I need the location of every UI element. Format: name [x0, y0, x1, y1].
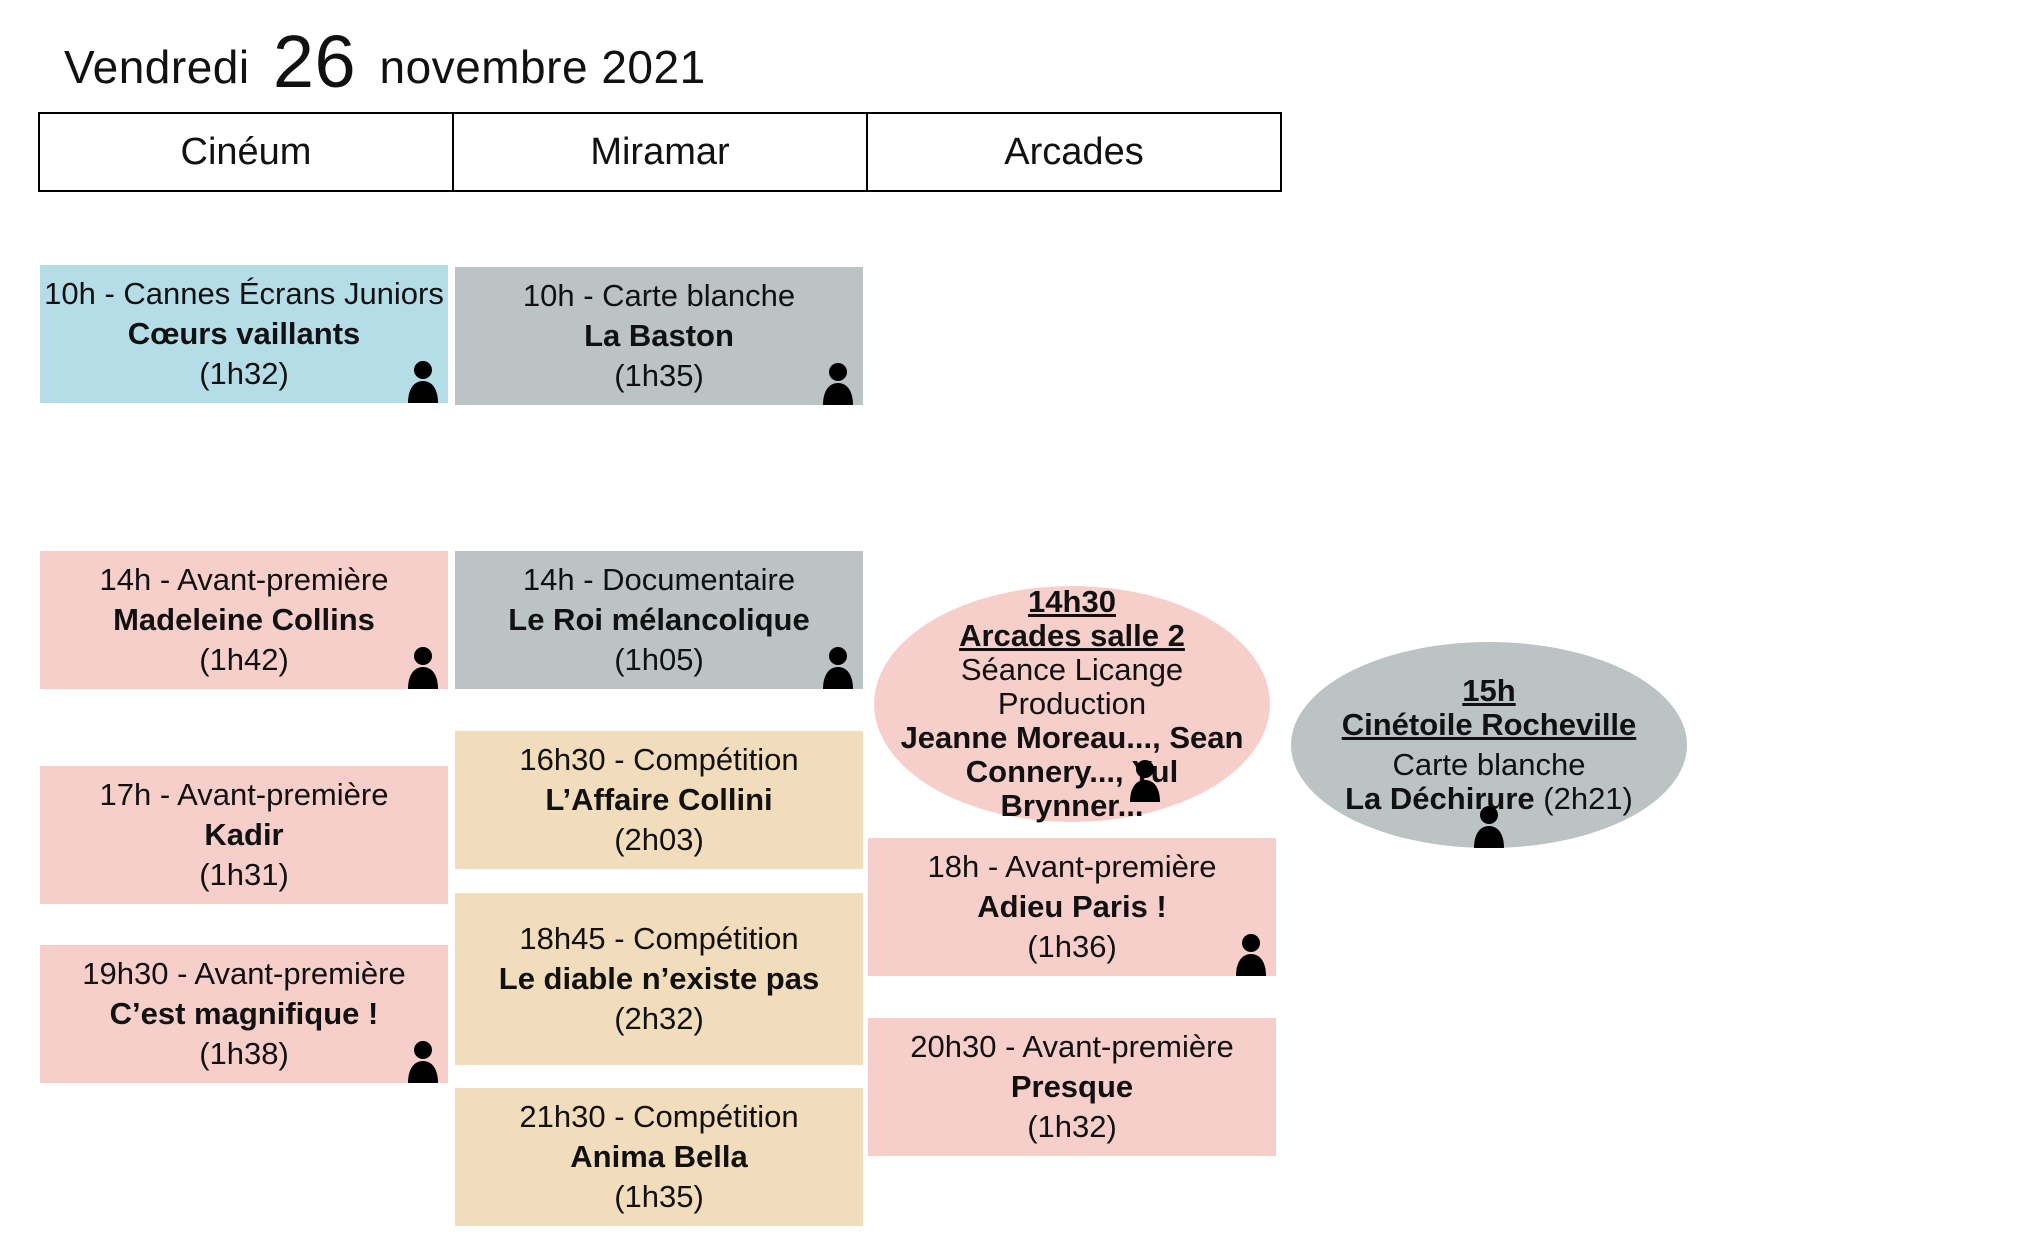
screening-duration: (1h42) [199, 642, 289, 677]
person-icon [821, 361, 855, 405]
month-year: novembre 2021 [379, 41, 706, 93]
screening-duration: (1h32) [1027, 1109, 1117, 1144]
column-header-cineum: Cinéum [38, 112, 454, 192]
event-time: 14h30 [1028, 584, 1116, 619]
person-icon [1128, 758, 1162, 802]
screening-film-title: Madeleine Collins [113, 602, 375, 637]
screening-duration: (1h31) [199, 857, 289, 892]
screening-film-title: La Baston [584, 318, 734, 353]
special-event-arcades-salle-2[interactable]: 14h30 Arcades salle 2 Séance Licange Pro… [874, 584, 1270, 823]
screening-block[interactable]: 20h30 - Avant-première Presque (1h32) [868, 1018, 1276, 1156]
event-film-title: Jeanne Moreau..., Sean Connery..., Yul B… [900, 720, 1244, 823]
day-number: 26 [272, 20, 357, 103]
screening-block[interactable]: 14h - Avant-première Madeleine Collins (… [40, 551, 448, 689]
person-icon [406, 645, 440, 689]
screening-film-title: Adieu Paris ! [977, 889, 1167, 924]
screening-block[interactable]: 16h30 - Compétition L’Affaire Collini (2… [455, 731, 863, 869]
special-event-cinetoile-rocheville[interactable]: 15h Cinétoile Rocheville Carte blanche L… [1291, 642, 1687, 848]
event-duration: (2h21) [1543, 781, 1633, 816]
screening-time-type: 16h30 - Compétition [519, 742, 799, 777]
venue-header-row: Cinéum Miramar Arcades [38, 112, 1282, 192]
screening-time-type: 14h - Documentaire [522, 562, 796, 597]
screening-film-title: Kadir [204, 817, 284, 852]
screening-film-title: L’Affaire Collini [545, 782, 773, 817]
screening-time-type: 10h - Carte blanche [522, 278, 796, 313]
person-icon [1234, 932, 1268, 976]
screening-time-type: 10h - Cannes Écrans Juniors [44, 276, 444, 311]
screening-duration: (1h38) [199, 1036, 289, 1071]
screening-duration: (2h03) [614, 822, 704, 857]
screening-block[interactable]: 17h - Avant-première Kadir (1h31) [40, 766, 448, 904]
person-icon [406, 359, 440, 403]
screening-film-title: C’est magnifique ! [109, 996, 379, 1031]
screening-time-type: 21h30 - Compétition [519, 1099, 799, 1134]
screening-duration: (1h05) [614, 642, 704, 677]
screening-film-title: Presque [1010, 1069, 1134, 1104]
screening-time-type: 18h - Avant-première [927, 849, 1217, 884]
event-time: 15h [1462, 673, 1516, 708]
screening-duration: (1h35) [614, 358, 704, 393]
screening-duration: (2h32) [614, 1001, 704, 1036]
event-film-line: La Déchirure (2h21) [1345, 782, 1633, 816]
event-description: Séance Licange Production [960, 652, 1184, 721]
person-icon [821, 645, 855, 689]
screening-block[interactable]: 10h - Cannes Écrans Juniors Cœurs vailla… [40, 265, 448, 403]
screening-block[interactable]: 21h30 - Compétition Anima Bella (1h35) [455, 1088, 863, 1226]
person-icon [1472, 804, 1506, 848]
event-venue: Arcades salle 2 [959, 618, 1185, 653]
event-venue: Cinétoile Rocheville [1341, 707, 1637, 742]
weekday: Vendredi [64, 41, 250, 93]
screening-time-type: 20h30 - Avant-première [910, 1029, 1234, 1064]
event-description: Carte blanche [1392, 747, 1586, 782]
person-icon [406, 1039, 440, 1083]
screening-time-type: 19h30 - Avant-première [82, 956, 406, 991]
page-title: Vendredi 26 novembre 2021 [64, 22, 706, 107]
screening-block[interactable]: 19h30 - Avant-première C’est magnifique … [40, 945, 448, 1083]
column-header-miramar: Miramar [452, 112, 868, 192]
column-header-arcades: Arcades [866, 112, 1282, 192]
screening-time-type: 17h - Avant-première [99, 777, 389, 812]
screening-film-title: Anima Bella [570, 1139, 748, 1174]
screening-block[interactable]: 18h45 - Compétition Le diable n’existe p… [455, 893, 863, 1065]
screening-block[interactable]: 10h - Carte blanche La Baston (1h35) [455, 267, 863, 405]
screening-block[interactable]: 18h - Avant-première Adieu Paris ! (1h36… [868, 838, 1276, 976]
screening-duration: (1h36) [1027, 929, 1117, 964]
screening-time-type: 14h - Avant-première [99, 562, 389, 597]
event-film-title: La Déchirure [1345, 781, 1535, 816]
screening-duration: (1h35) [614, 1179, 704, 1214]
screening-block[interactable]: 14h - Documentaire Le Roi mélancolique (… [455, 551, 863, 689]
screening-time-type: 18h45 - Compétition [519, 921, 799, 956]
screening-film-title: Le Roi mélancolique [508, 602, 810, 637]
screening-duration: (1h32) [199, 356, 289, 391]
screening-film-title: Cœurs vaillants [127, 316, 361, 351]
screening-film-title: Le diable n’existe pas [498, 961, 820, 996]
